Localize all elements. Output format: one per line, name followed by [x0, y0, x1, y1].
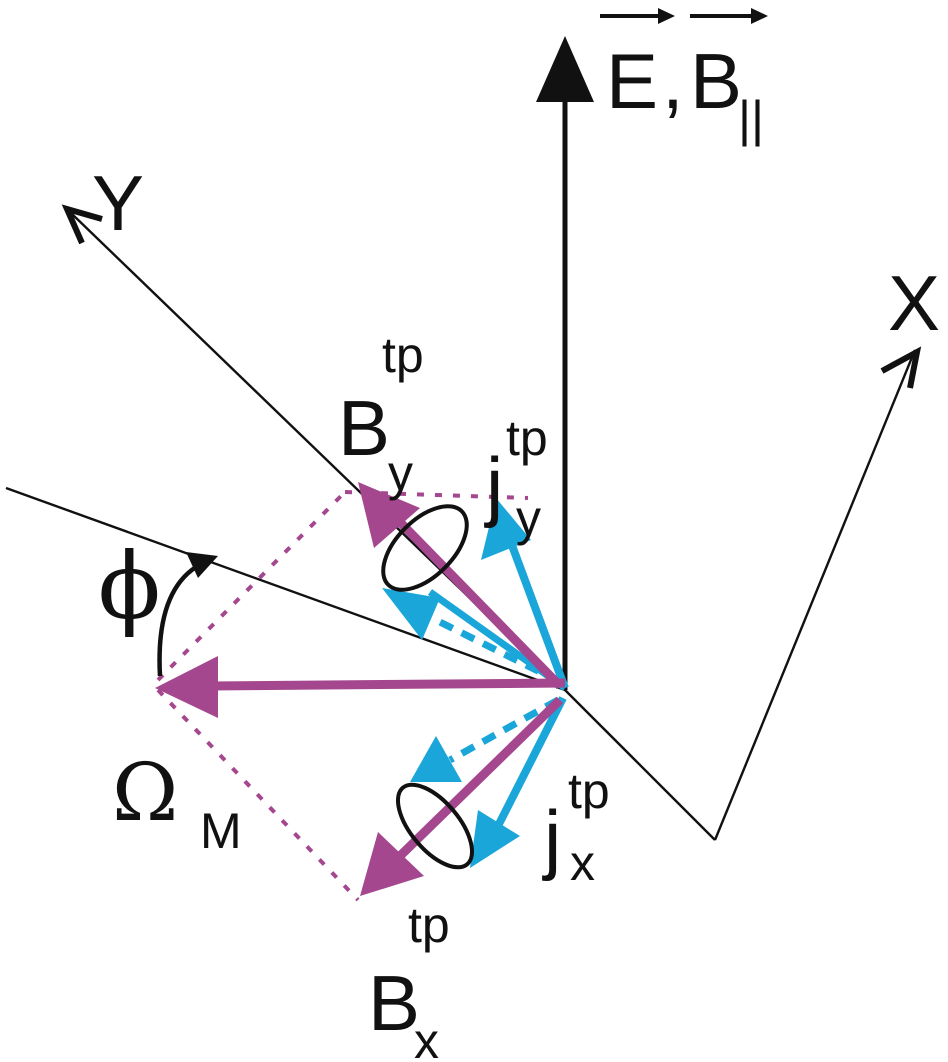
jx-label-sub: x	[570, 835, 595, 891]
jy-projection-arrowhead	[382, 588, 440, 640]
jy-label-sup: tp	[506, 410, 548, 466]
y-axis-label: Y	[92, 159, 144, 247]
projection-line-lower-left	[156, 688, 360, 902]
jx-projection-arrowhead	[410, 736, 462, 782]
phi-label: ϕ	[98, 533, 161, 640]
projection-line-upper-left	[156, 490, 347, 682]
phi-arc-path	[157, 559, 206, 677]
b-parallel-label: B	[690, 37, 742, 125]
bx-label-sub: x	[414, 1013, 439, 1062]
right-arrow-icon	[690, 8, 768, 24]
bx-vector-arrowhead	[360, 832, 424, 896]
jy-label-base: j	[484, 441, 503, 529]
by-label-sup: tp	[382, 327, 424, 383]
jx-label-sup: tp	[568, 763, 610, 819]
labels: E , B || Y X tp B y tp j y ϕ Ω M tp j x …	[92, 8, 940, 1062]
by-vector-shaft	[394, 516, 564, 690]
projection-line-upper-right	[344, 490, 529, 500]
precession-cones	[381, 504, 475, 870]
upper-precession-cone	[381, 504, 469, 592]
x-axis-arrowhead	[880, 346, 922, 389]
b-parallel-subscript: ||	[738, 91, 764, 147]
omega-label-base: Ω	[112, 746, 178, 839]
jx-label-base: j	[542, 794, 561, 882]
omega-label-sub: M	[200, 803, 242, 859]
bx-vector-shaft	[396, 696, 564, 860]
jy-vector-arrowhead	[481, 498, 531, 560]
jy-vector-shaft	[506, 538, 569, 690]
jx-projection-shaft	[448, 696, 560, 764]
jx-vector-arrowhead	[470, 810, 520, 868]
by-vector-arrowhead	[358, 482, 420, 548]
field-axis-arrowhead	[536, 36, 594, 102]
jy-label-sub: y	[516, 490, 541, 546]
by-label-base: B	[338, 384, 390, 472]
bx-label-base: B	[368, 959, 420, 1047]
bx-label-sup: tp	[408, 897, 450, 953]
e-field-label: E	[606, 37, 658, 125]
magnetization-vectors	[155, 482, 566, 896]
lower-precession-cone	[395, 782, 475, 870]
by-label-sub: y	[388, 445, 413, 501]
x-axis-label: X	[888, 259, 940, 347]
inclined-reference-line	[5, 486, 566, 692]
axes	[5, 36, 922, 841]
projection-lines	[156, 490, 529, 902]
field-comma: ,	[662, 37, 684, 125]
phi-arc-arrowhead	[186, 552, 218, 578]
jx-vector-shaft	[494, 696, 567, 828]
omega-vector-shaft	[209, 678, 566, 691]
omega-vector-arrowhead	[155, 656, 218, 718]
x-axis-line-lower	[564, 689, 716, 841]
y-axis-arrowhead	[61, 204, 103, 245]
x-axis-line	[713, 349, 917, 841]
phi-angle-arc	[157, 552, 218, 677]
field-label: E , B ||	[600, 8, 768, 147]
right-arrow-icon	[600, 8, 675, 24]
